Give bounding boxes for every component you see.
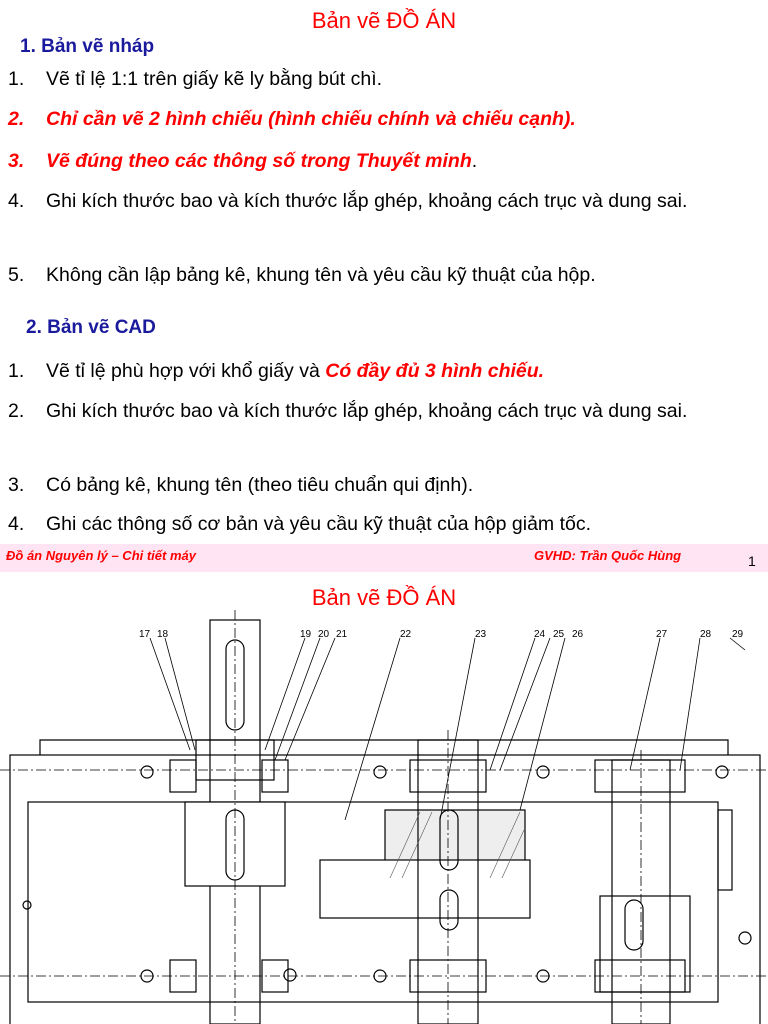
callout-number: 25 <box>553 629 565 640</box>
item-emphasis: Có đầy đủ 3 hình chiếu. <box>325 360 545 382</box>
list-item: 5. Không cần lập bảng kê, khung tên và y… <box>8 258 756 292</box>
gear-hatching <box>389 811 525 879</box>
footer-bar <box>0 544 768 572</box>
item-number: 3. <box>8 474 25 496</box>
bearing <box>594 759 686 793</box>
page-number: 1 <box>748 553 756 569</box>
callout-number: 29 <box>732 629 744 640</box>
item-number: 4. <box>8 513 25 535</box>
item-text: Chỉ cần vẽ 2 hình chiếu (hình chiếu chín… <box>46 108 576 130</box>
keyway <box>624 899 644 951</box>
housing-outer <box>9 754 761 1024</box>
callout-number: 19 <box>300 629 312 640</box>
callout-number: 20 <box>318 629 330 640</box>
keyway <box>439 809 459 871</box>
item-text: Vẽ tỉ lệ phù hợp với khổ giấy và <box>46 360 326 382</box>
housing-flange <box>39 739 729 755</box>
item-number: 2. <box>8 108 25 130</box>
item-number: 4. <box>8 190 25 212</box>
footer-instructor: GVHD: Trần Quốc Hùng <box>534 548 682 563</box>
list-item: 2. Ghi kích thước bao và kích thước lắp … <box>8 394 756 462</box>
item-text: Không cần lập bảng kê, khung tên và yêu … <box>46 264 596 286</box>
gear-output <box>599 895 691 993</box>
section-draft-heading: 1. Bản vẽ nháp <box>20 36 155 57</box>
gearbox-technical-drawing: 17 18 19 20 21 22 23 24 25 26 27 28 29 <box>0 610 768 1024</box>
list-item: 2. Chỉ cần vẽ 2 hình chiếu (hình chiếu c… <box>8 102 756 136</box>
item-text: Ghi các thông số cơ bản và yêu cầu kỹ th… <box>46 513 592 535</box>
list-item: 3. Có bảng kê, khung tên (theo tiêu chuẩ… <box>8 468 756 502</box>
callout-number: 24 <box>534 629 546 640</box>
item-text: Ghi kích thước bao và kích thước lắp ghé… <box>46 190 688 212</box>
gearbox-outline <box>0 610 768 1024</box>
footer-course-name: Đồ án Nguyên lý – Chi tiết máy <box>6 548 196 563</box>
item-text-wrap: Vẽ tỉ lệ phù hợp với khổ giấy và Có đầy … <box>46 354 756 388</box>
keyway <box>439 889 459 931</box>
callout-number: 21 <box>336 629 348 640</box>
list-item: 1. Vẽ tỉ lệ 1:1 trên giấy kẽ ly bằng bút… <box>8 62 756 96</box>
item-number: 1. <box>8 360 25 382</box>
bearing <box>261 759 289 793</box>
item-text: Vẽ đúng theo các thông số trong Thuyết m… <box>46 150 472 172</box>
list-item: 3. Vẽ đúng theo các thông số trong Thuyế… <box>8 144 756 178</box>
callout-number: 28 <box>700 629 712 640</box>
bolt-circles <box>22 765 752 983</box>
item-number: 5. <box>8 264 25 286</box>
list-item: 4. Ghi các thông số cơ bản và yêu cầu kỹ… <box>8 507 756 541</box>
list-item: 1. Vẽ tỉ lệ phù hợp với khổ giấy và Có đ… <box>8 354 756 388</box>
callout-number: 17 <box>139 629 151 640</box>
leader-lines <box>149 637 746 821</box>
section-cad-heading: 2. Bản vẽ CAD <box>26 317 156 338</box>
item-suffix: . <box>471 150 478 172</box>
keyway <box>225 639 245 731</box>
item-text: Ghi kích thước bao và kích thước lắp ghé… <box>46 400 688 422</box>
item-text: Vẽ tỉ lệ 1:1 trên giấy kẽ ly bằng bút ch… <box>46 68 383 90</box>
bearing <box>169 759 197 793</box>
item-text: Có bảng kê, khung tên (theo tiêu chuẩn q… <box>46 474 474 496</box>
slide2-title: Bản vẽ ĐỒ ÁN <box>311 585 457 610</box>
gear-intermediate <box>319 859 531 919</box>
item-number: 1. <box>8 68 25 90</box>
item-text-wrap: Vẽ đúng theo các thông số trong Thuyết m… <box>46 144 756 178</box>
housing-inner <box>27 801 719 1003</box>
callout-number: 27 <box>656 629 668 640</box>
callout-number: 23 <box>475 629 487 640</box>
list-item: 4. Ghi kích thước bao và kích thước lắp … <box>8 184 756 252</box>
callout-number: 18 <box>157 629 169 640</box>
callout-number: 22 <box>400 629 412 640</box>
side-cover <box>717 809 733 891</box>
callout-number: 26 <box>572 629 584 640</box>
item-number: 2. <box>8 400 25 422</box>
slide1-title: Bản vẽ ĐỒ ÁN <box>311 8 457 33</box>
item-number: 3. <box>8 150 25 172</box>
